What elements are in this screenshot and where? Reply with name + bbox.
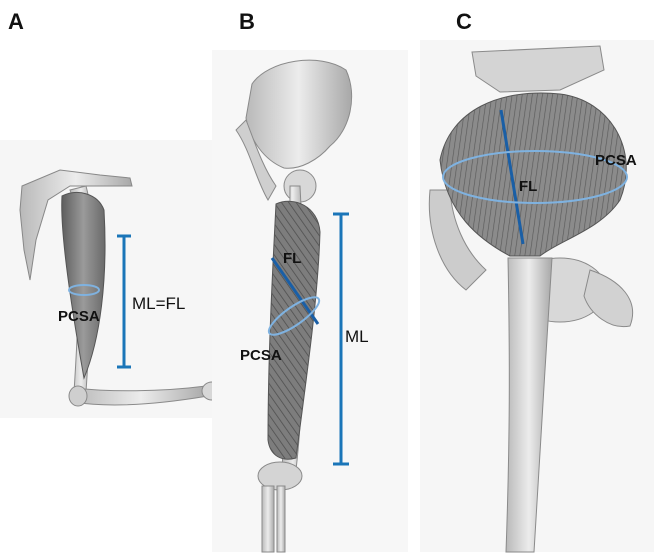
ml-fl-label-a: ML=FL [132, 294, 185, 314]
fibula-bone-b [277, 486, 285, 552]
fl-label-b: FL [283, 250, 301, 267]
panel-a-letter: A [8, 9, 24, 35]
fl-label-c: FL [519, 178, 537, 195]
panel-b-letter: B [239, 9, 255, 35]
pcsa-label-c: PCSA [595, 152, 637, 169]
elbow-bone [69, 386, 87, 406]
pcsa-label-a: PCSA [58, 308, 100, 325]
panel-c-letter: C [456, 9, 472, 35]
panel-b-thigh-illustration [212, 50, 408, 552]
tibia-bone-b [262, 486, 274, 552]
panel-c-gluteus-illustration [420, 40, 654, 552]
ml-label-b: ML [345, 327, 369, 347]
pcsa-label-b: PCSA [240, 347, 282, 364]
panel-a-arm-illustration [0, 140, 232, 418]
